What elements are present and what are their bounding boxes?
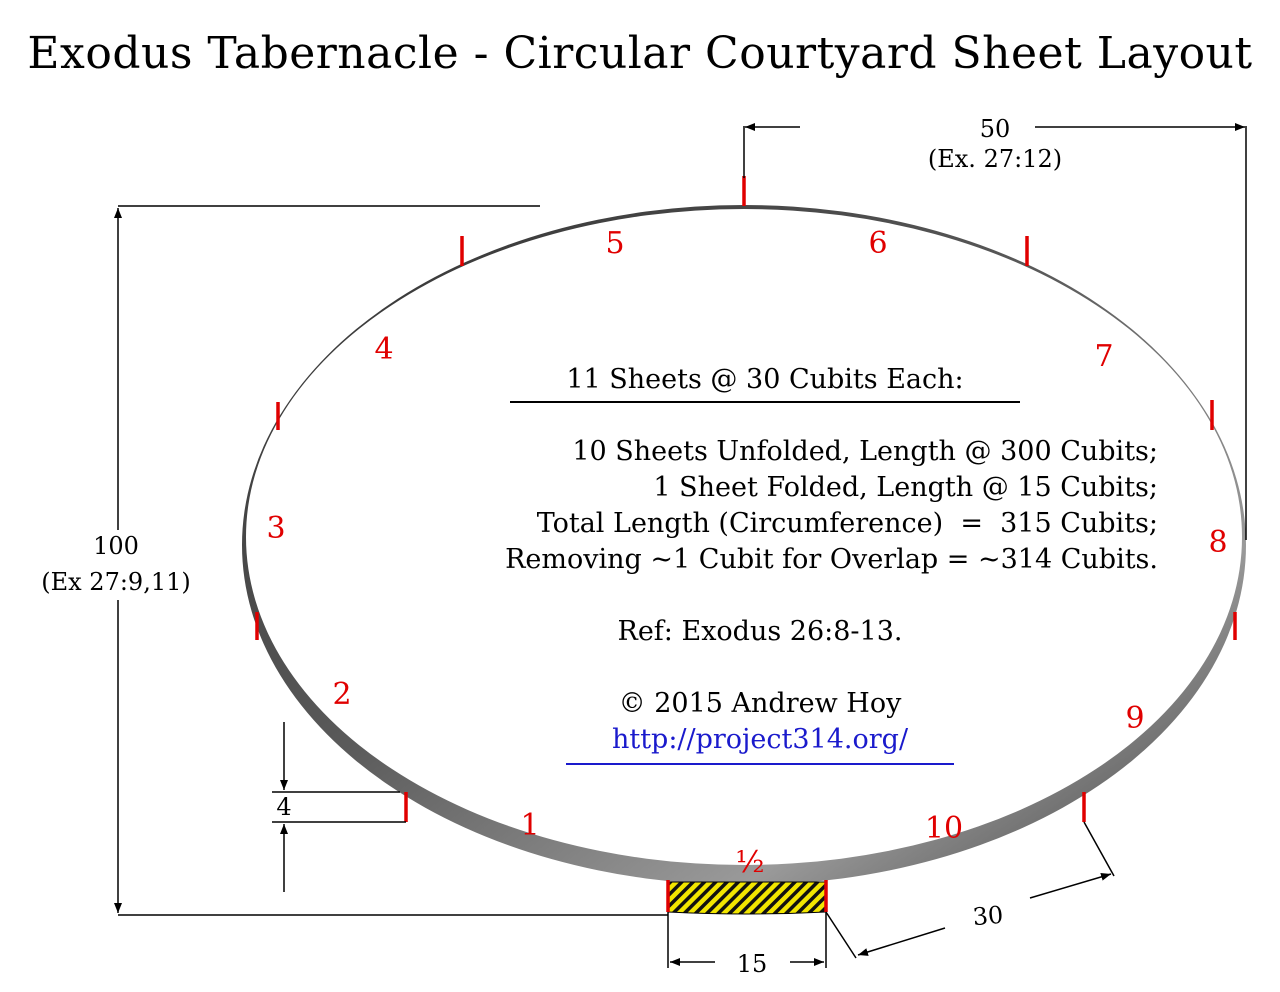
sheet-number-half: ½ — [735, 845, 764, 880]
dimension-left — [114, 205, 668, 916]
sheet-number-2: 2 — [332, 677, 351, 712]
project-link[interactable]: http://project314.org/ — [611, 724, 909, 755]
sheet-number-8: 8 — [1208, 525, 1227, 560]
dim-half-value: 15 — [737, 950, 768, 978]
info-heading-rule — [510, 401, 1020, 403]
dimension-sheet-length — [825, 821, 1115, 959]
extension-line — [1083, 821, 1115, 877]
sheet-number-9: 9 — [1125, 701, 1144, 736]
sheet-number-3: 3 — [266, 511, 285, 546]
dimension-half-sheet — [667, 912, 827, 968]
info-line-3: Total Length (Circumference) = 315 Cubit… — [536, 508, 1158, 539]
dim-left-value: 100 — [93, 532, 139, 560]
sheet-number-4: 4 — [374, 332, 393, 367]
sheet-number-10: 10 — [925, 811, 963, 846]
info-line-1: 10 Sheets Unfolded, Length @ 300 Cubits; — [572, 436, 1158, 467]
dim-length-value: 30 — [972, 901, 1005, 932]
dimension-arrow — [1029, 873, 1112, 899]
dimension-band — [272, 722, 406, 892]
sheet-number-6: 6 — [868, 226, 887, 261]
info-line-2: 1 Sheet Folded, Length @ 15 Cubits; — [653, 472, 1158, 503]
reference-text: Ref: Exodus 26:8-13. — [617, 616, 903, 647]
info-heading: 11 Sheets @ 30 Cubits Each: — [566, 364, 964, 395]
sheet-joints — [255, 176, 1237, 912]
half-sheet-hatch — [667, 881, 827, 915]
sheet-number-7: 7 — [1094, 339, 1113, 374]
copyright-text: © 2015 Andrew Hoy — [618, 688, 902, 719]
dim-left-ref: (Ex 27:9,11) — [41, 568, 190, 596]
dimension-arrow — [857, 927, 946, 956]
page-title: Exodus Tabernacle - Circular Courtyard S… — [27, 28, 1253, 79]
info-line-4: Removing ~1 Cubit for Overlap = ~314 Cub… — [505, 544, 1158, 575]
dim-band-value: 4 — [276, 793, 291, 821]
dim-top-value: 50 — [980, 115, 1011, 143]
project-link-underline — [566, 763, 954, 765]
dimension-top — [743, 123, 1247, 540]
dim-top-ref: (Ex. 27:12) — [928, 145, 1062, 173]
sheet-number-1: 1 — [520, 808, 539, 843]
sheet-number-5: 5 — [605, 226, 624, 261]
extension-line — [825, 911, 857, 959]
